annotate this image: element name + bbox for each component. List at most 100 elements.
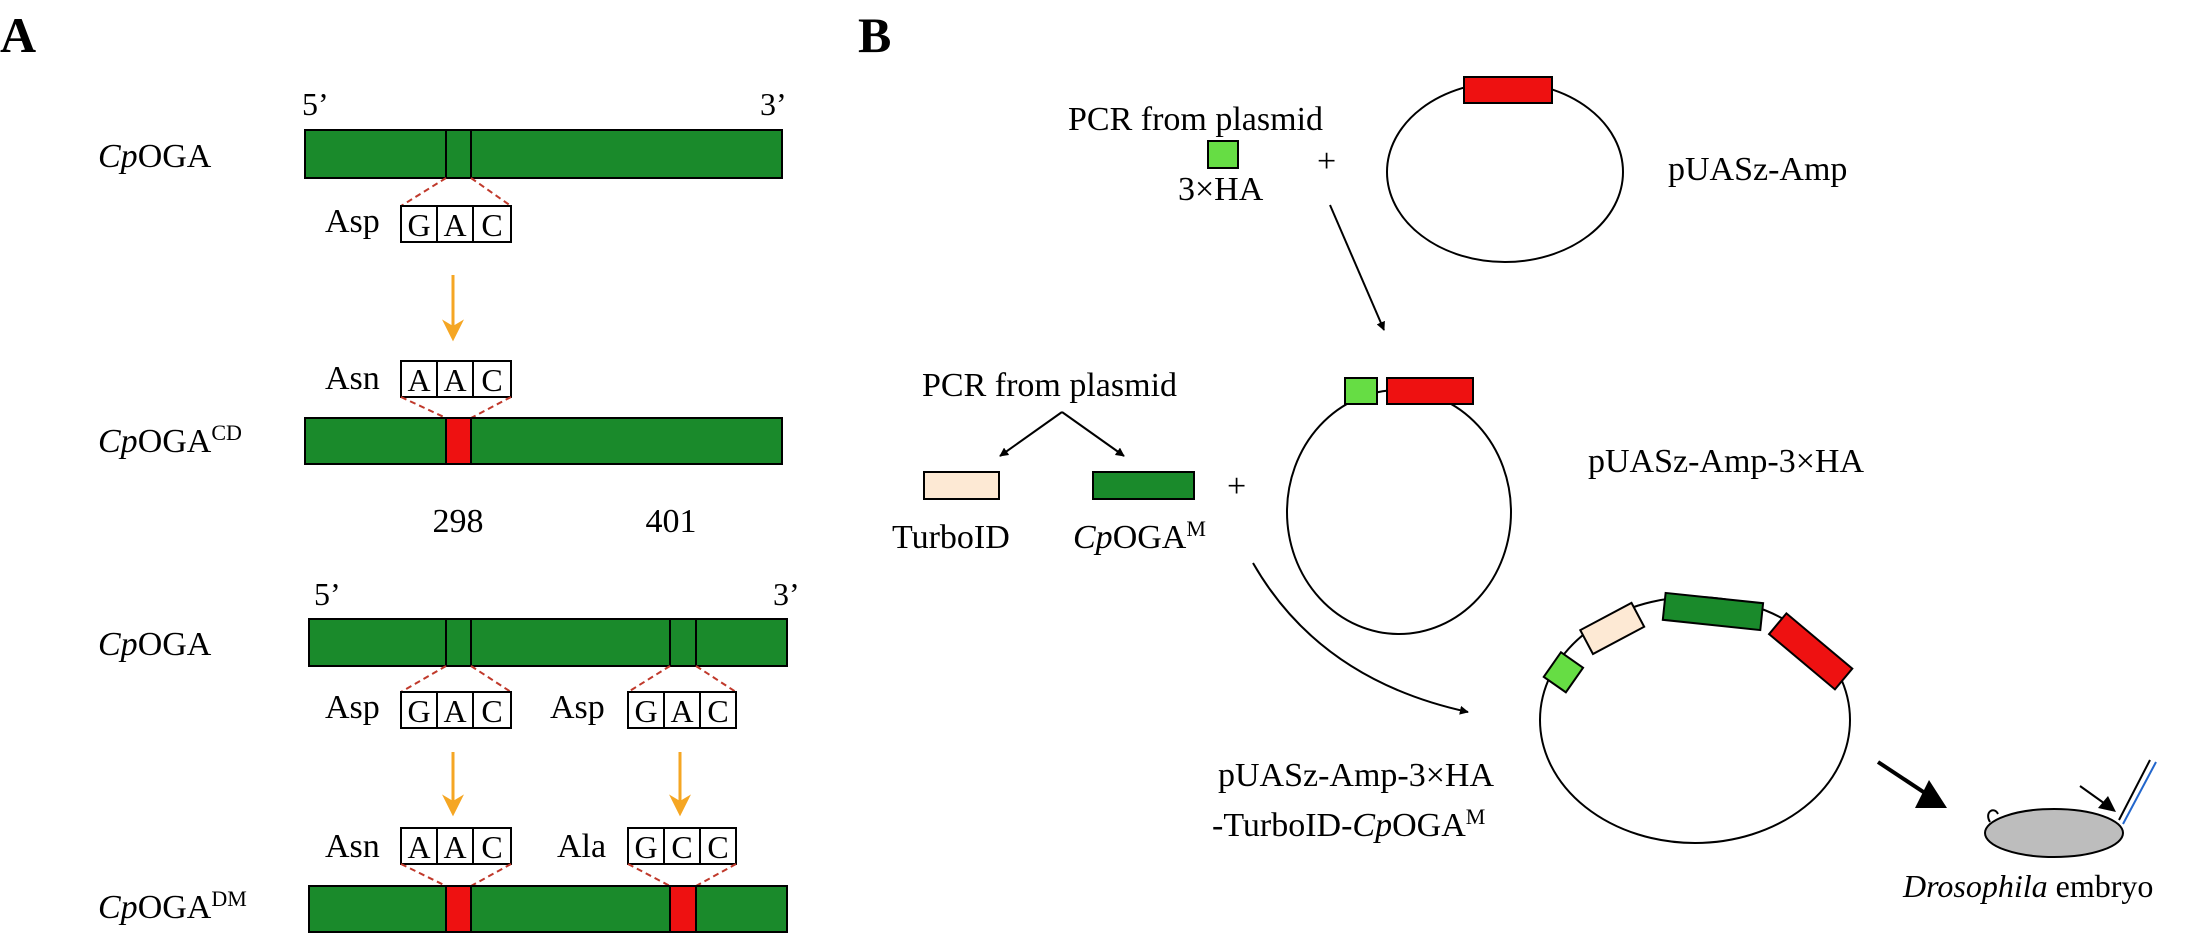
codon-letter: C	[481, 693, 502, 729]
codon-letter: A	[407, 829, 430, 865]
embryo-group	[1984, 759, 2157, 858]
panel-b-label: B	[858, 7, 891, 63]
turboid-label: TurboID	[892, 519, 1010, 556]
injection-needle	[2118, 759, 2151, 821]
gene3-codon-2: G A C	[627, 691, 737, 729]
codon-letter: A	[443, 207, 466, 243]
final-plasmid-label-1: pUASz-Amp-3×HA	[1218, 757, 1494, 794]
gene1-five-prime: 5’	[302, 86, 329, 122]
injection-needle-tip	[2122, 761, 2157, 825]
gene4-dash	[627, 863, 671, 887]
arrow-to-turboid	[999, 411, 1063, 457]
arrow-to-cpoga-m	[1061, 411, 1125, 457]
gene3-dash	[470, 665, 512, 693]
gene3-asp-label-1: Asp	[325, 689, 380, 726]
codon-letter: G	[634, 693, 657, 729]
gene3-bar	[308, 618, 788, 667]
arrow-to-plasmid2	[1329, 204, 1385, 331]
embryo-label: Drosophila embryo	[1902, 868, 2153, 904]
gene3-three-prime: 3’	[773, 576, 800, 612]
gene2-bar	[304, 417, 783, 465]
gene3-label: CpOGA	[98, 626, 212, 663]
gene2-label: CpOGACD	[98, 420, 242, 460]
gene4-group: Asn A A C Ala G C C CpOGADM	[98, 827, 788, 933]
plasmid3-turboid-box	[1578, 601, 1646, 656]
plus-sign-2: +	[1227, 468, 1246, 505]
plasmid-puasz-amp	[1386, 81, 1624, 263]
plasmid3-insert-red	[1767, 611, 1854, 691]
pcr-text-1: PCR from plasmid	[1068, 101, 1323, 138]
position-298: 298	[433, 503, 484, 540]
plasmid1-insert-red	[1463, 76, 1553, 104]
gene4-dash	[470, 863, 512, 887]
gene2-dash-left	[400, 396, 447, 419]
gene2-dash-right	[470, 396, 512, 419]
embryo-small-arrow-head	[2098, 796, 2116, 812]
gene1-codon: G A C	[400, 205, 512, 243]
gene1-label: CpOGA	[98, 138, 212, 175]
gene3-five-prime: 5’	[314, 576, 341, 612]
position-401: 401	[646, 503, 697, 540]
plasmid2-ha-box	[1344, 377, 1378, 405]
ha-label: 3×HA	[1178, 171, 1264, 208]
codon-letter: A	[670, 693, 693, 729]
codon-letter: C	[481, 207, 502, 243]
gene4-dash	[400, 863, 447, 887]
plasmid-puasz-amp-ha	[1286, 389, 1512, 635]
gene4-mutation-block-1	[445, 885, 472, 933]
codon-letter: A	[443, 829, 466, 865]
plus-sign-1: +	[1317, 143, 1336, 180]
codon-letter: G	[407, 207, 430, 243]
gene4-ala-label: Ala	[557, 828, 606, 865]
gene1-bar	[304, 129, 783, 179]
gene3-asp-label-2: Asp	[550, 689, 605, 726]
codon-letter: A	[443, 693, 466, 729]
gene4-codon-2: G C C	[627, 827, 737, 865]
gene4-codon-1: A A C	[400, 827, 512, 865]
codon-letter: C	[481, 362, 502, 398]
plasmid2-insert-red	[1386, 377, 1474, 405]
embryo-appendage	[1987, 809, 1999, 823]
plasmid3-cpoga-box	[1661, 591, 1765, 632]
gene3-dash	[400, 665, 447, 693]
codon-letter: G	[407, 693, 430, 729]
gene1-asp-label: Asp	[325, 203, 380, 240]
gene4-dash	[695, 863, 737, 887]
codon-letter: C	[707, 693, 728, 729]
codon-letter: A	[443, 362, 466, 398]
cpoga-m-label: CpOGAM	[1073, 516, 1206, 556]
gene3-dash	[627, 665, 671, 693]
plasmid3-ha-box	[1542, 650, 1585, 694]
gene2-group: Asn A A C CpOGACD 298 401	[98, 360, 783, 540]
arrow-to-plasmid3	[1252, 562, 1469, 715]
gene4-bar	[308, 885, 788, 933]
cpoga-m-box	[1092, 471, 1195, 500]
gene4-label: CpOGADM	[98, 886, 247, 926]
codon-letter: C	[707, 829, 728, 865]
gene3-group: 5’ 3’ CpOGA Asp G A C Asp G A C	[98, 576, 800, 729]
plasmid2-label: pUASz-Amp-3×HA	[1588, 443, 1864, 480]
gene3-dash	[695, 665, 737, 693]
injection-arrow-shaft	[1876, 760, 1930, 797]
gene4-mutation-block-2	[669, 885, 697, 933]
embryo-body	[1984, 808, 2124, 858]
codon-letter: A	[407, 362, 430, 398]
codon-letter: C	[481, 829, 502, 865]
codon-letter: C	[671, 829, 692, 865]
gene2-codon: A A C	[400, 360, 512, 398]
plasmid1-label: pUASz-Amp	[1668, 151, 1847, 188]
turboid-box	[923, 471, 1000, 500]
gene1-three-prime: 3’	[760, 86, 787, 122]
gene2-asn-label: Asn	[325, 360, 380, 397]
final-plasmid-label-2: -TurboID-CpOGAM	[1212, 804, 1485, 844]
panel-a-label: A	[0, 7, 36, 63]
pcr-text-2: PCR from plasmid	[922, 367, 1177, 404]
gene1-dash-right	[470, 177, 512, 207]
injection-arrow-head	[1915, 780, 1947, 808]
ha-tag-box	[1207, 140, 1239, 169]
gene4-asn-label: Asn	[325, 828, 380, 865]
gene1-group: 5’ 3’ CpOGA Asp G A C	[98, 86, 787, 243]
codon-letter: G	[634, 829, 657, 865]
gene1-dash-left	[400, 177, 447, 207]
